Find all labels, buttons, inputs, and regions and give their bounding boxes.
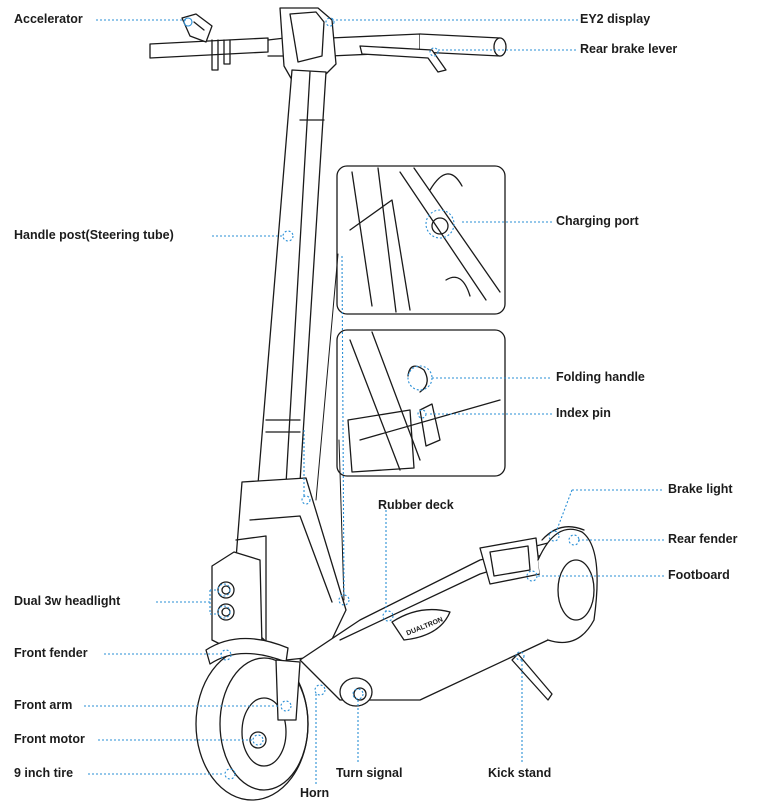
kick-stand-part [511, 653, 553, 701]
callouts [84, 17, 664, 784]
label-horn: Horn [300, 786, 330, 800]
label-front-fender: Front fender [14, 646, 88, 660]
label-accelerator: Accelerator [14, 12, 83, 26]
label-footboard: Footboard [668, 568, 730, 582]
label-tire: 9 inch tire [14, 766, 74, 780]
rear-wheel [537, 526, 598, 644]
label-charging-port: Charging port [556, 214, 639, 228]
inset-folding-handle [336, 329, 506, 477]
label-rubber-deck: Rubber deck [378, 498, 454, 512]
label-folding-handle: Folding handle [556, 370, 645, 384]
accelerator-part [181, 13, 213, 43]
label-kick-stand: Kick stand [488, 766, 552, 780]
label-turn-signal: Turn signal [336, 766, 403, 780]
headlight-housing [211, 551, 263, 655]
front-arm-part [275, 659, 301, 721]
label-front-arm: Front arm [14, 698, 73, 712]
inset-charging-port [336, 165, 506, 315]
label-rear-brake-lever: Rear brake lever [580, 42, 678, 56]
handle-post-tube [257, 69, 327, 485]
label-dual-headlight: Dual 3w headlight [14, 594, 121, 608]
ey2-display-part [279, 7, 337, 81]
label-ey2-display: EY2 display [580, 12, 651, 26]
label-handle-post: Handle post(Steering tube) [14, 228, 174, 242]
label-brake-light: Brake light [668, 482, 733, 496]
label-index-pin: Index pin [556, 406, 611, 420]
label-front-motor: Front motor [14, 732, 85, 746]
label-rear-fender: Rear fender [668, 532, 738, 546]
turn-signal-part [339, 677, 373, 707]
